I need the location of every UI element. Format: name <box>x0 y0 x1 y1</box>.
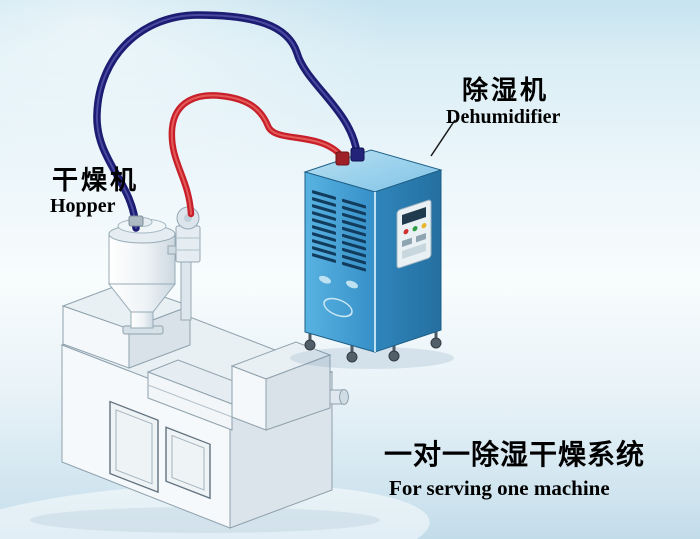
panel-button <box>416 233 426 243</box>
gearbox-right-face <box>265 354 331 431</box>
dehumidifier-leader-line <box>430 119 456 157</box>
barrel-seam-line <box>147 384 233 418</box>
panel-button <box>402 237 412 248</box>
indicator-light-amber <box>421 223 427 229</box>
dehumidifier-label-en: Dehumidifier <box>446 106 561 128</box>
return-air-pipe-red-highlight <box>170 94 344 215</box>
front-face-oval-detail <box>346 280 358 289</box>
hopper-lid-pipe-fitting <box>128 215 144 227</box>
cabinet-port-red <box>335 151 350 166</box>
hopper-label-en: Hopper <box>50 195 116 217</box>
hopper-neck <box>130 309 154 329</box>
filter-body <box>175 225 201 263</box>
door-panel-inner <box>171 434 205 491</box>
system-caption-cn: 一对一除湿干燥系统 <box>384 439 646 470</box>
cabinet-right-face <box>374 169 442 353</box>
extruder-shadow <box>30 507 380 533</box>
extruder-door-panels <box>109 400 211 500</box>
hopper-dryer <box>107 206 201 335</box>
hopper-label-cn: 干燥机 <box>52 165 140 195</box>
dehumidifier-unit <box>290 149 454 369</box>
door-panel <box>109 400 159 494</box>
die-cylinder-cap <box>339 389 349 405</box>
cabinet-front-face <box>304 171 376 353</box>
dry-air-pipe-navy-highlight <box>95 13 358 229</box>
filter-stand <box>180 257 192 321</box>
indicator-light-red <box>403 229 409 235</box>
vent-slots <box>312 190 366 272</box>
door-panel-inner <box>115 409 153 485</box>
front-face-badge-ring <box>323 297 353 318</box>
indicator-light-green <box>412 226 418 232</box>
cabinet-port-navy <box>350 147 365 162</box>
dehumidifier-label-cn: 除湿机 <box>462 75 550 105</box>
door-panel <box>165 426 211 500</box>
caster-wheels <box>304 329 442 363</box>
control-panel-display <box>402 207 426 226</box>
extruder-upper-front-face <box>62 305 130 369</box>
front-face-oval-detail <box>319 275 331 284</box>
air-pipes <box>93 11 361 232</box>
panel-label-strip <box>402 243 426 260</box>
system-caption-en: For serving one machine <box>389 476 610 500</box>
dehumidifier-shadow <box>290 347 454 369</box>
